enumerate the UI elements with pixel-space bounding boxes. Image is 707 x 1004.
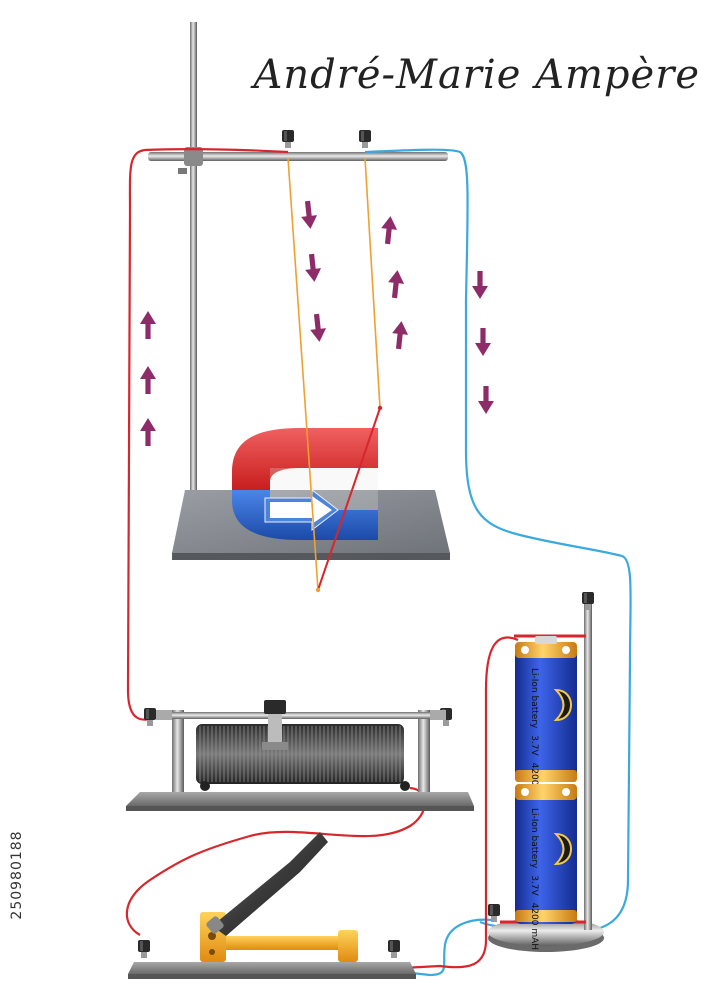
stand-pole bbox=[190, 22, 197, 517]
crossbar-terminal-right[interactable] bbox=[359, 130, 371, 148]
battery-cell-top: Li-Ion battery 3.7V 4200 mAH bbox=[515, 636, 577, 810]
battery-voltage-label: 3.7V bbox=[529, 735, 539, 756]
current-arrow-up-icon bbox=[140, 311, 156, 339]
positive-wire-upper bbox=[126, 148, 289, 721]
battery-holder bbox=[488, 592, 604, 952]
rheostat-slider[interactable] bbox=[262, 700, 288, 750]
positive-wire-battery bbox=[401, 636, 519, 970]
switch-handle[interactable] bbox=[212, 832, 328, 936]
battery-capacity-label: 4200 mAH bbox=[529, 903, 539, 950]
battery-voltage-label: 3.7V bbox=[529, 875, 539, 896]
current-arrow-down-icon bbox=[308, 313, 328, 343]
swing-conductor bbox=[287, 157, 383, 593]
svg-text:Li-Ion battery 3.7V: Li-Ion battery 3.7V 4200 mAH bbox=[529, 808, 539, 950]
knife-switch[interactable] bbox=[128, 832, 416, 979]
negative-wire-lower bbox=[401, 918, 493, 977]
switch-terminal-right[interactable] bbox=[388, 940, 400, 958]
stand-clamp bbox=[178, 147, 203, 174]
switch-blade[interactable] bbox=[215, 936, 355, 950]
rheostat-terminal-left[interactable] bbox=[144, 708, 156, 726]
current-arrow-down-icon bbox=[299, 200, 319, 230]
battery-holder-pole bbox=[584, 600, 592, 930]
rheostat-to-switch-wire bbox=[125, 786, 427, 936]
current-arrows-conductor-up bbox=[379, 215, 410, 350]
diagram-title: André-Marie Ampère bbox=[253, 52, 700, 98]
battery-cell-bottom: Li-Ion battery 3.7V 4200 mAH bbox=[515, 784, 577, 950]
battery-logo-icon bbox=[553, 688, 572, 722]
current-arrows-left-wire bbox=[140, 311, 156, 446]
rheostat bbox=[126, 700, 474, 811]
stock-id: 250980188 bbox=[4, 760, 30, 990]
battery-type-label: Li-Ion battery bbox=[529, 668, 539, 729]
current-arrows-right-wire bbox=[472, 271, 494, 414]
switch-terminal-left[interactable] bbox=[138, 940, 150, 958]
battery-type-label: Li-Ion battery bbox=[529, 808, 539, 869]
current-arrows-conductor-down bbox=[299, 200, 328, 343]
battery-terminal-top[interactable] bbox=[582, 592, 594, 610]
current-arrow-up-icon bbox=[386, 269, 406, 299]
crossbar-terminal-left[interactable] bbox=[282, 130, 294, 148]
current-arrow-down-icon bbox=[475, 328, 491, 356]
stand-crossbar bbox=[148, 152, 448, 161]
battery-logo-icon bbox=[553, 832, 572, 866]
current-arrow-down-icon bbox=[303, 253, 323, 283]
stock-id-text: 250980188 bbox=[9, 830, 25, 920]
current-arrow-down-icon bbox=[478, 386, 494, 414]
current-arrow-up-icon bbox=[379, 215, 399, 245]
horseshoe-magnet bbox=[232, 428, 378, 540]
magnet-north-pole bbox=[232, 428, 378, 490]
current-arrow-down-icon bbox=[472, 271, 488, 299]
current-arrow-up-icon bbox=[140, 418, 156, 446]
rheostat-slider-rod bbox=[160, 712, 442, 719]
current-arrow-up-icon bbox=[390, 320, 410, 350]
current-arrow-up-icon bbox=[140, 366, 156, 394]
